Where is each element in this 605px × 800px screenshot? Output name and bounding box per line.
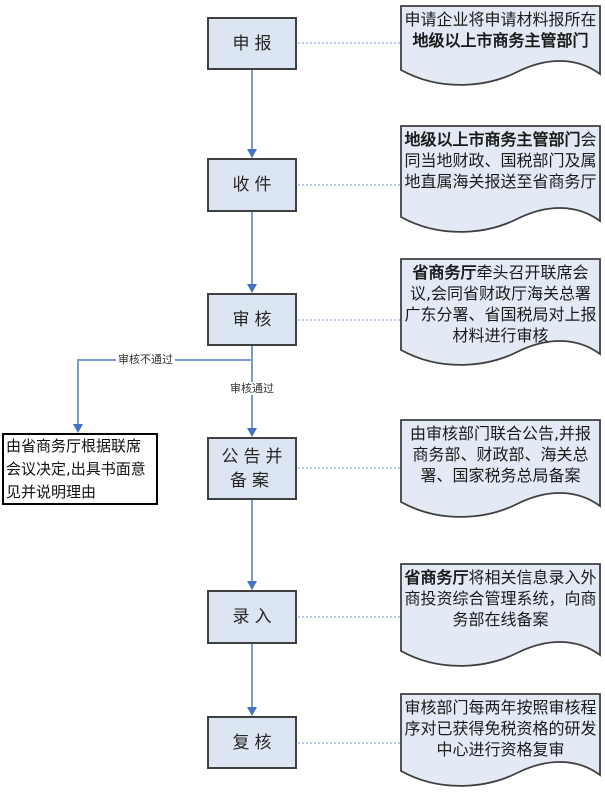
callout-entry-text: 省商务厅将相关信息录入外商投资综合管理系统，向商务部在线备案 — [404, 568, 597, 629]
callout-declare-text: 申请企业将申请材料报所在地级以上市商务主管部门 — [404, 10, 597, 50]
arrow-line-entry-recheck — [251, 644, 253, 707]
callout-receive-text: 地级以上市商务主管部门会同当地财政、国税部门及属地直属海关报送至省商务厅 — [404, 130, 597, 191]
document-shape-icon — [400, 419, 601, 518]
callout-recheck: 审核部门每两年按照审核程序对已获得免税资格的研发中心进行资格复审 — [400, 693, 601, 791]
flow-step-label: 录入 — [232, 607, 277, 627]
callout-recheck-text: 审核部门每两年按照审核程序对已获得免税资格的研发中心进行资格复审 — [404, 698, 597, 759]
arrowhead-icon — [247, 581, 257, 590]
arrowhead-icon — [247, 284, 257, 293]
document-shape-icon — [400, 5, 601, 86]
dotted-link — [298, 616, 400, 618]
dotted-link — [298, 319, 400, 321]
flow-step-announce-file: 公告并 备案 — [207, 437, 297, 500]
callout-announce: 由审核部门联合公告,并报商务部、财政部、海关总署、国家税务总局备案 — [400, 419, 601, 522]
callout-declare: 申请企业将申请材料报所在地级以上市商务主管部门 — [400, 5, 601, 90]
callout-receive: 地级以上市商务主管部门会同当地财政、国税部门及属地直属海关报送至省商务厅 — [400, 125, 601, 237]
document-shape-icon — [400, 125, 601, 233]
callout-entry: 省商务厅将相关信息录入外商投资综合管理系统，向商务部在线备案 — [400, 563, 601, 671]
flow-step-label: 公告并 备案 — [221, 446, 288, 491]
reject-outcome-text: 由省商务厅根据联席会议决定,出具书面意见并说明理由 — [6, 436, 146, 501]
document-shape-icon — [400, 693, 601, 787]
arrow-line-announce-entry — [251, 500, 253, 581]
flow-step-label: 复核 — [232, 732, 277, 753]
flow-step-entry: 录入 — [207, 590, 297, 644]
callout-announce-text: 由审核部门联合公告,并报商务部、财政部、海关总署、国家税务总局备案 — [409, 424, 592, 485]
dotted-link — [298, 184, 400, 186]
flow-step-review: 审核 — [207, 293, 297, 346]
dotted-link — [298, 42, 400, 44]
branch-line-fail-vertical — [77, 359, 79, 424]
flow-step-declare: 申报 — [207, 17, 297, 70]
reject-outcome-box: 由省商务厅根据联席会议决定,出具书面意见并说明理由 — [2, 433, 158, 505]
flow-step-label: 审核 — [232, 309, 277, 330]
branch-label-fail: 审核不通过 — [116, 353, 175, 366]
arrowhead-icon — [247, 428, 257, 437]
arrow-line-receive-review — [251, 212, 253, 284]
branch-label-pass: 审核通过 — [228, 382, 276, 395]
arrowhead-icon — [73, 424, 83, 433]
arrowhead-icon — [247, 149, 257, 158]
flow-step-receive: 收件 — [207, 158, 297, 212]
arrowhead-icon — [247, 707, 257, 716]
callout-review: 省商务厅牵头召开联席会议,会同省财政厅海关总署广东分署、省国税局对上报材料进行审… — [400, 258, 601, 370]
callout-review-text: 省商务厅牵头召开联席会议,会同省财政厅海关总署广东分署、省国税局对上报材料进行审… — [404, 263, 597, 345]
arrow-line-declare-receive — [251, 70, 253, 149]
flow-step-recheck: 复核 — [207, 716, 297, 769]
dotted-link — [298, 742, 400, 744]
flow-step-label: 收件 — [232, 175, 277, 195]
document-shape-icon — [400, 258, 601, 366]
document-shape-icon — [400, 563, 601, 667]
flow-step-label: 申报 — [232, 33, 277, 54]
dotted-link — [298, 467, 400, 469]
